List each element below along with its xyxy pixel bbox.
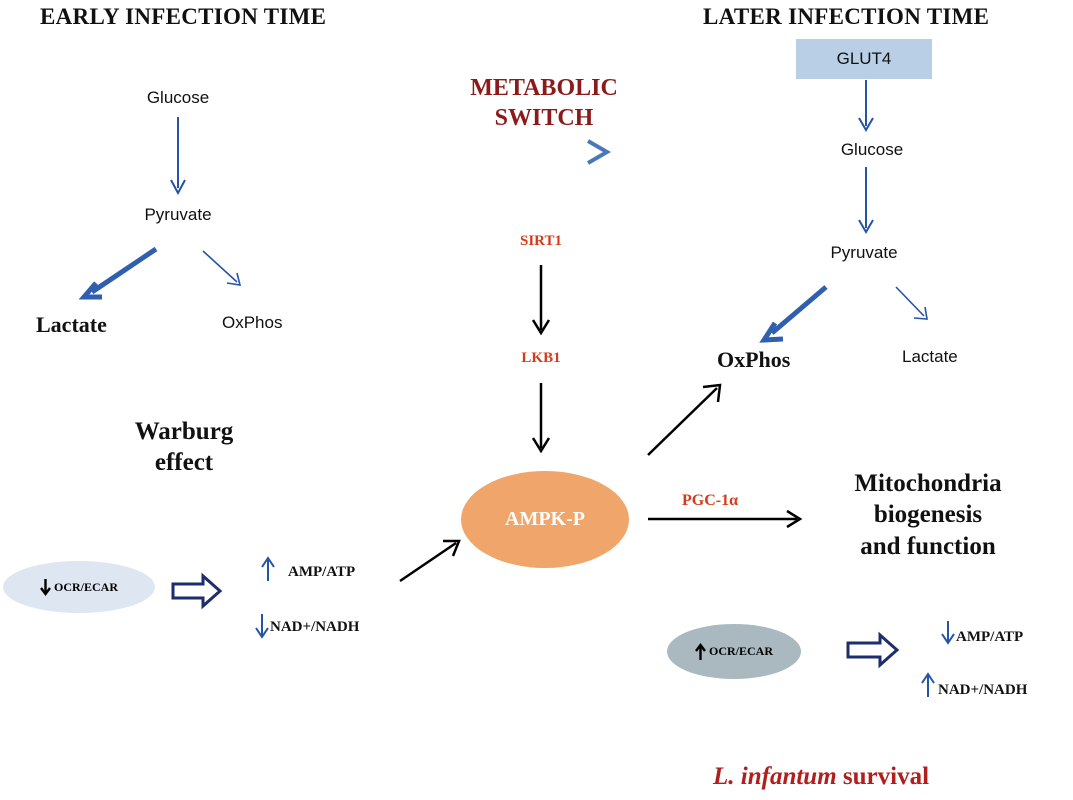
glucose-to-pyruvate-later-arrowhead xyxy=(858,219,874,234)
glut4-label: GLUT4 xyxy=(836,49,892,68)
sirt1-label: SIRT1 xyxy=(520,233,562,249)
ampk-to-oxphos-arrow xyxy=(647,387,718,456)
survival-word: survival xyxy=(836,763,930,790)
mito-line-1: Mitochondria xyxy=(854,470,1002,497)
pyruvate-to-lactate-later-arrow xyxy=(895,286,925,317)
ampk-to-oxphos-arrowhead xyxy=(702,383,722,403)
pgc1a-label: PGC-1α xyxy=(681,492,739,509)
arrow-up-icon xyxy=(695,642,706,660)
pyruvate-to-lactate-arrowhead xyxy=(78,281,102,300)
metabolic-switch-label: METABOLIC SWITCH xyxy=(470,73,618,133)
ampk-to-mito-arrowhead xyxy=(786,509,803,529)
late-ocr-ecar-value: OCR/ECAR xyxy=(708,644,773,658)
early-ocr-ecar-text: OCR/ECAR xyxy=(40,578,118,596)
sirt1-to-lkb1-arrowhead xyxy=(531,319,551,336)
ampk-p-label: AMPK-P xyxy=(505,508,585,530)
switch-line-2: SWITCH xyxy=(494,105,594,131)
pyruvate-to-oxphos-arrow xyxy=(202,250,238,283)
ampk-p-node: AMPK-P xyxy=(461,471,629,568)
pyruvate-to-lactate-later-arrowhead xyxy=(913,306,928,320)
arrow-up-icon xyxy=(261,556,275,581)
early-ocr-ecar-value: OCR/ECAR xyxy=(53,579,118,594)
mito-line-3: and function xyxy=(860,532,996,560)
survival-species: L. infantum xyxy=(713,763,837,790)
later-heading: LATER INFECTION TIME xyxy=(703,4,990,29)
early-ocr-ecar-badge: OCR/ECAR xyxy=(3,561,155,613)
metabolic-switch-arrowhead xyxy=(586,139,611,165)
pyruvate-to-oxphos-arrowhead xyxy=(226,272,242,286)
lkb1-to-ampk-arrowhead xyxy=(531,437,551,454)
amp-to-ampk-arrowhead xyxy=(443,539,461,557)
late-ocr-ecar-text: OCR/ECAR xyxy=(695,642,773,661)
early-nad-nadh-label: NAD+/NADH xyxy=(270,619,360,635)
late-amp-atp-label: AMP/ATP xyxy=(956,629,1024,645)
glucose-to-pyruvate-arrowhead xyxy=(170,179,186,196)
arrow-down-icon xyxy=(40,579,51,596)
warburg-effect-label: Warburg effect xyxy=(135,416,234,479)
warburg-line-1: Warburg xyxy=(134,418,234,445)
mitochondria-label: Mitochondria biogenesis and function xyxy=(854,468,1001,562)
pyruvate-to-oxphos-later-arrowhead xyxy=(759,321,784,343)
early-hollow-arrow xyxy=(171,572,223,610)
early-pyruvate-label: Pyruvate xyxy=(144,205,212,224)
arrow-down-icon xyxy=(255,614,269,639)
late-nad-nadh-label: NAD+/NADH xyxy=(938,682,1028,698)
late-ocr-ecar-badge: OCR/ECAR xyxy=(667,624,801,679)
early-amp-atp-label: AMP/ATP xyxy=(288,564,356,580)
glut4-box: GLUT4 xyxy=(796,39,932,79)
late-hollow-arrow xyxy=(846,631,900,669)
lkb1-label: LKB1 xyxy=(521,350,561,366)
pyruvate-to-lactate-arrow xyxy=(90,246,158,295)
pyruvate-to-oxphos-later-arrow xyxy=(770,285,828,335)
arrow-up-icon xyxy=(921,672,935,697)
early-oxphos-label: OxPhos xyxy=(222,313,283,332)
arrow-down-icon xyxy=(941,621,955,645)
early-lactate-label: Lactate xyxy=(36,312,107,337)
later-oxphos-label: OxPhos xyxy=(717,347,791,372)
switch-line-1: METABOLIC xyxy=(470,75,618,101)
later-glucose-label: Glucose xyxy=(840,140,904,159)
warburg-line-2: effect xyxy=(154,449,214,477)
glut4-to-glucose-arrowhead xyxy=(858,117,874,132)
later-lactate-label: Lactate xyxy=(902,347,958,366)
early-heading: EARLY INFECTION TIME xyxy=(40,4,327,29)
mito-line-2: biogenesis xyxy=(873,501,983,529)
amp-to-ampk-arrow xyxy=(399,541,457,583)
early-glucose-label: Glucose xyxy=(146,88,210,107)
survival-caption: L. infantum survival xyxy=(713,764,929,789)
later-pyruvate-label: Pyruvate xyxy=(830,243,898,262)
